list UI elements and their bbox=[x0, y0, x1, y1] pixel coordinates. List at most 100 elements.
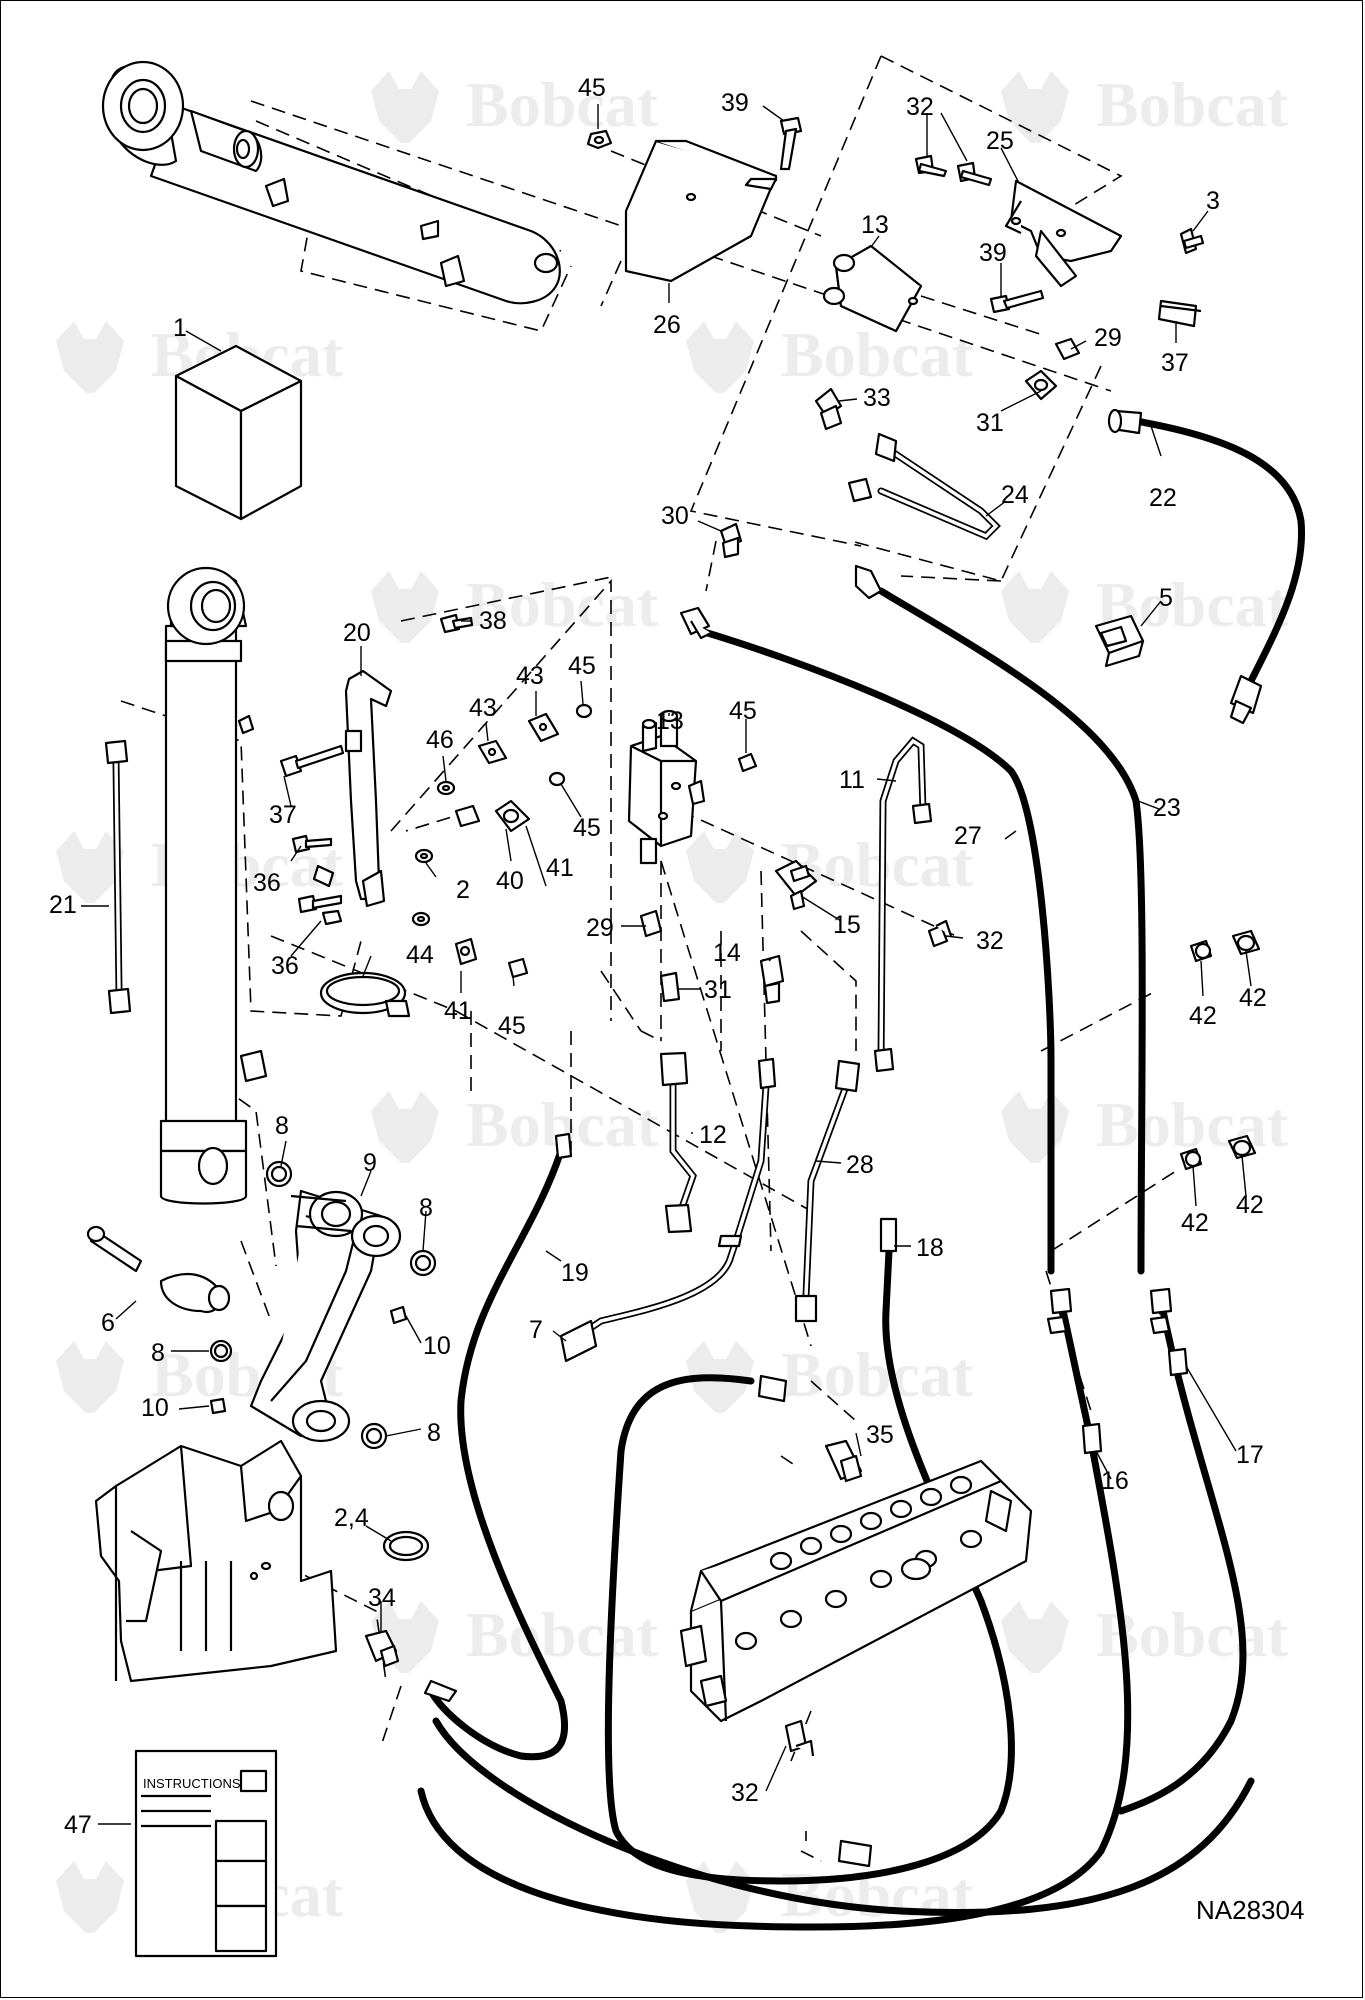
bracket-25 bbox=[1004, 179, 1123, 288]
nut-45-mid bbox=[737, 752, 758, 773]
callout-39: 39 bbox=[979, 239, 1007, 267]
callout-14: 14 bbox=[713, 939, 741, 967]
tube-11 bbox=[873, 736, 933, 1073]
control-valve-assembly bbox=[679, 1459, 1033, 1723]
callout-32: 32 bbox=[976, 927, 1004, 955]
fitting-34 bbox=[364, 1629, 400, 1668]
leader-lines bbox=[81, 104, 1252, 1825]
tube-12 bbox=[659, 1051, 697, 1234]
bolt-39-top bbox=[779, 116, 803, 171]
callout-10: 10 bbox=[141, 1394, 169, 1422]
hoses-27-23 bbox=[679, 564, 1146, 1275]
frame-housing bbox=[94, 1439, 338, 1683]
callout-40: 40 bbox=[496, 867, 524, 895]
callout-33: 33 bbox=[863, 384, 891, 412]
clamps-42 bbox=[1179, 929, 1261, 1171]
callout-32: 32 bbox=[731, 1779, 759, 1807]
nut-3 bbox=[1179, 227, 1205, 255]
callout-28: 28 bbox=[846, 1151, 874, 1179]
callout-5: 5 bbox=[1159, 584, 1173, 612]
callout-30: 30 bbox=[661, 502, 689, 530]
watermark-text: Bobcat bbox=[1096, 1089, 1289, 1160]
callout-8: 8 bbox=[275, 1112, 289, 1140]
callout-21: 21 bbox=[49, 891, 77, 919]
callout-39: 39 bbox=[721, 89, 749, 117]
callout-47: 47 bbox=[64, 1811, 92, 1839]
wire-harness-7 bbox=[559, 1057, 777, 1363]
link-arm-9 bbox=[249, 1189, 402, 1443]
callout-9: 9 bbox=[363, 1149, 377, 1177]
fitting-15 bbox=[774, 859, 818, 911]
tube-21 bbox=[104, 739, 132, 1015]
callout-19: 19 bbox=[561, 1259, 589, 1287]
callout-45: 45 bbox=[573, 814, 601, 842]
callout-10: 10 bbox=[423, 1332, 451, 1360]
callout-8: 8 bbox=[419, 1194, 433, 1222]
callout-44: 44 bbox=[406, 941, 434, 969]
callout-45: 45 bbox=[578, 74, 606, 102]
callout-23: 23 bbox=[1153, 794, 1181, 822]
clamp-44 bbox=[319, 971, 411, 1018]
callout-18: 18 bbox=[916, 1234, 944, 1262]
watermark-text: Bobcat bbox=[781, 1339, 974, 1410]
watermark-text: Bobcat bbox=[1096, 69, 1289, 140]
callout-41: 41 bbox=[444, 997, 472, 1025]
callout-2: 2 bbox=[456, 876, 470, 904]
callout-13: 13 bbox=[861, 211, 889, 239]
callout-12: 12 bbox=[699, 1121, 727, 1149]
callout-24: 24 bbox=[1001, 481, 1029, 509]
callout-42: 42 bbox=[1239, 984, 1267, 1012]
callout-15: 15 bbox=[833, 911, 861, 939]
callout-22: 22 bbox=[1149, 484, 1177, 512]
callout-29: 29 bbox=[586, 914, 614, 942]
callout-13: 13 bbox=[656, 707, 684, 735]
grease-fittings-10 bbox=[209, 1305, 408, 1415]
callout-41: 41 bbox=[546, 854, 574, 882]
callout-45: 45 bbox=[498, 1012, 526, 1040]
callout-46: 46 bbox=[426, 726, 454, 754]
fitting-31-top bbox=[1024, 369, 1058, 401]
switch-5 bbox=[1094, 614, 1145, 668]
callout-43: 43 bbox=[516, 662, 544, 690]
callout-11: 11 bbox=[839, 766, 865, 794]
callout-31: 31 bbox=[704, 976, 732, 1004]
bracket-26 bbox=[624, 139, 778, 283]
fitting-30 bbox=[719, 522, 743, 559]
callout-31: 31 bbox=[976, 409, 1004, 437]
bolt-39-mid bbox=[989, 289, 1045, 314]
watermark-text: Bobcat bbox=[781, 829, 974, 900]
callout-42: 42 bbox=[1236, 1191, 1264, 1219]
callout-27: 27 bbox=[954, 822, 982, 850]
bracket-20 bbox=[344, 669, 393, 908]
callout-42: 42 bbox=[1189, 1002, 1217, 1030]
callout-38: 38 bbox=[479, 607, 507, 635]
callout-6: 6 bbox=[101, 1309, 115, 1337]
cylinder-lower bbox=[159, 566, 268, 1205]
callout-20: 20 bbox=[343, 619, 371, 647]
fitting-32-mid bbox=[927, 919, 953, 948]
hoses-16-17-long bbox=[417, 1287, 1255, 1931]
callout-37: 37 bbox=[269, 801, 297, 829]
callout-29: 29 bbox=[1094, 324, 1122, 352]
instructions-manual-47: INSTRUCTIONS bbox=[134, 1749, 278, 1958]
callout-labels: 45 39 32 25 3 13 39 26 37 29 1 33 31 22 … bbox=[49, 74, 1267, 1839]
fitting-29-top bbox=[1054, 337, 1081, 361]
callout-25: 25 bbox=[986, 127, 1014, 155]
callout-45: 45 bbox=[568, 652, 596, 680]
callout-43: 43 bbox=[469, 694, 497, 722]
nut-45-top bbox=[586, 129, 613, 150]
bolt-37-top bbox=[1157, 299, 1202, 328]
callout-34: 34 bbox=[368, 1584, 396, 1612]
callout-8: 8 bbox=[151, 1339, 165, 1367]
fitting-35 bbox=[824, 1439, 863, 1483]
callout-8: 8 bbox=[427, 1419, 441, 1447]
tube-24 bbox=[847, 432, 1001, 541]
hose-22 bbox=[1107, 408, 1306, 725]
o-rings-8 bbox=[209, 1160, 437, 1450]
callout-2-4: 2,4 bbox=[334, 1504, 369, 1532]
callout-37: 37 bbox=[1161, 349, 1189, 377]
bolt-32-top bbox=[914, 154, 993, 187]
callout-26: 26 bbox=[653, 311, 681, 339]
callout-16: 16 bbox=[1101, 1467, 1129, 1495]
